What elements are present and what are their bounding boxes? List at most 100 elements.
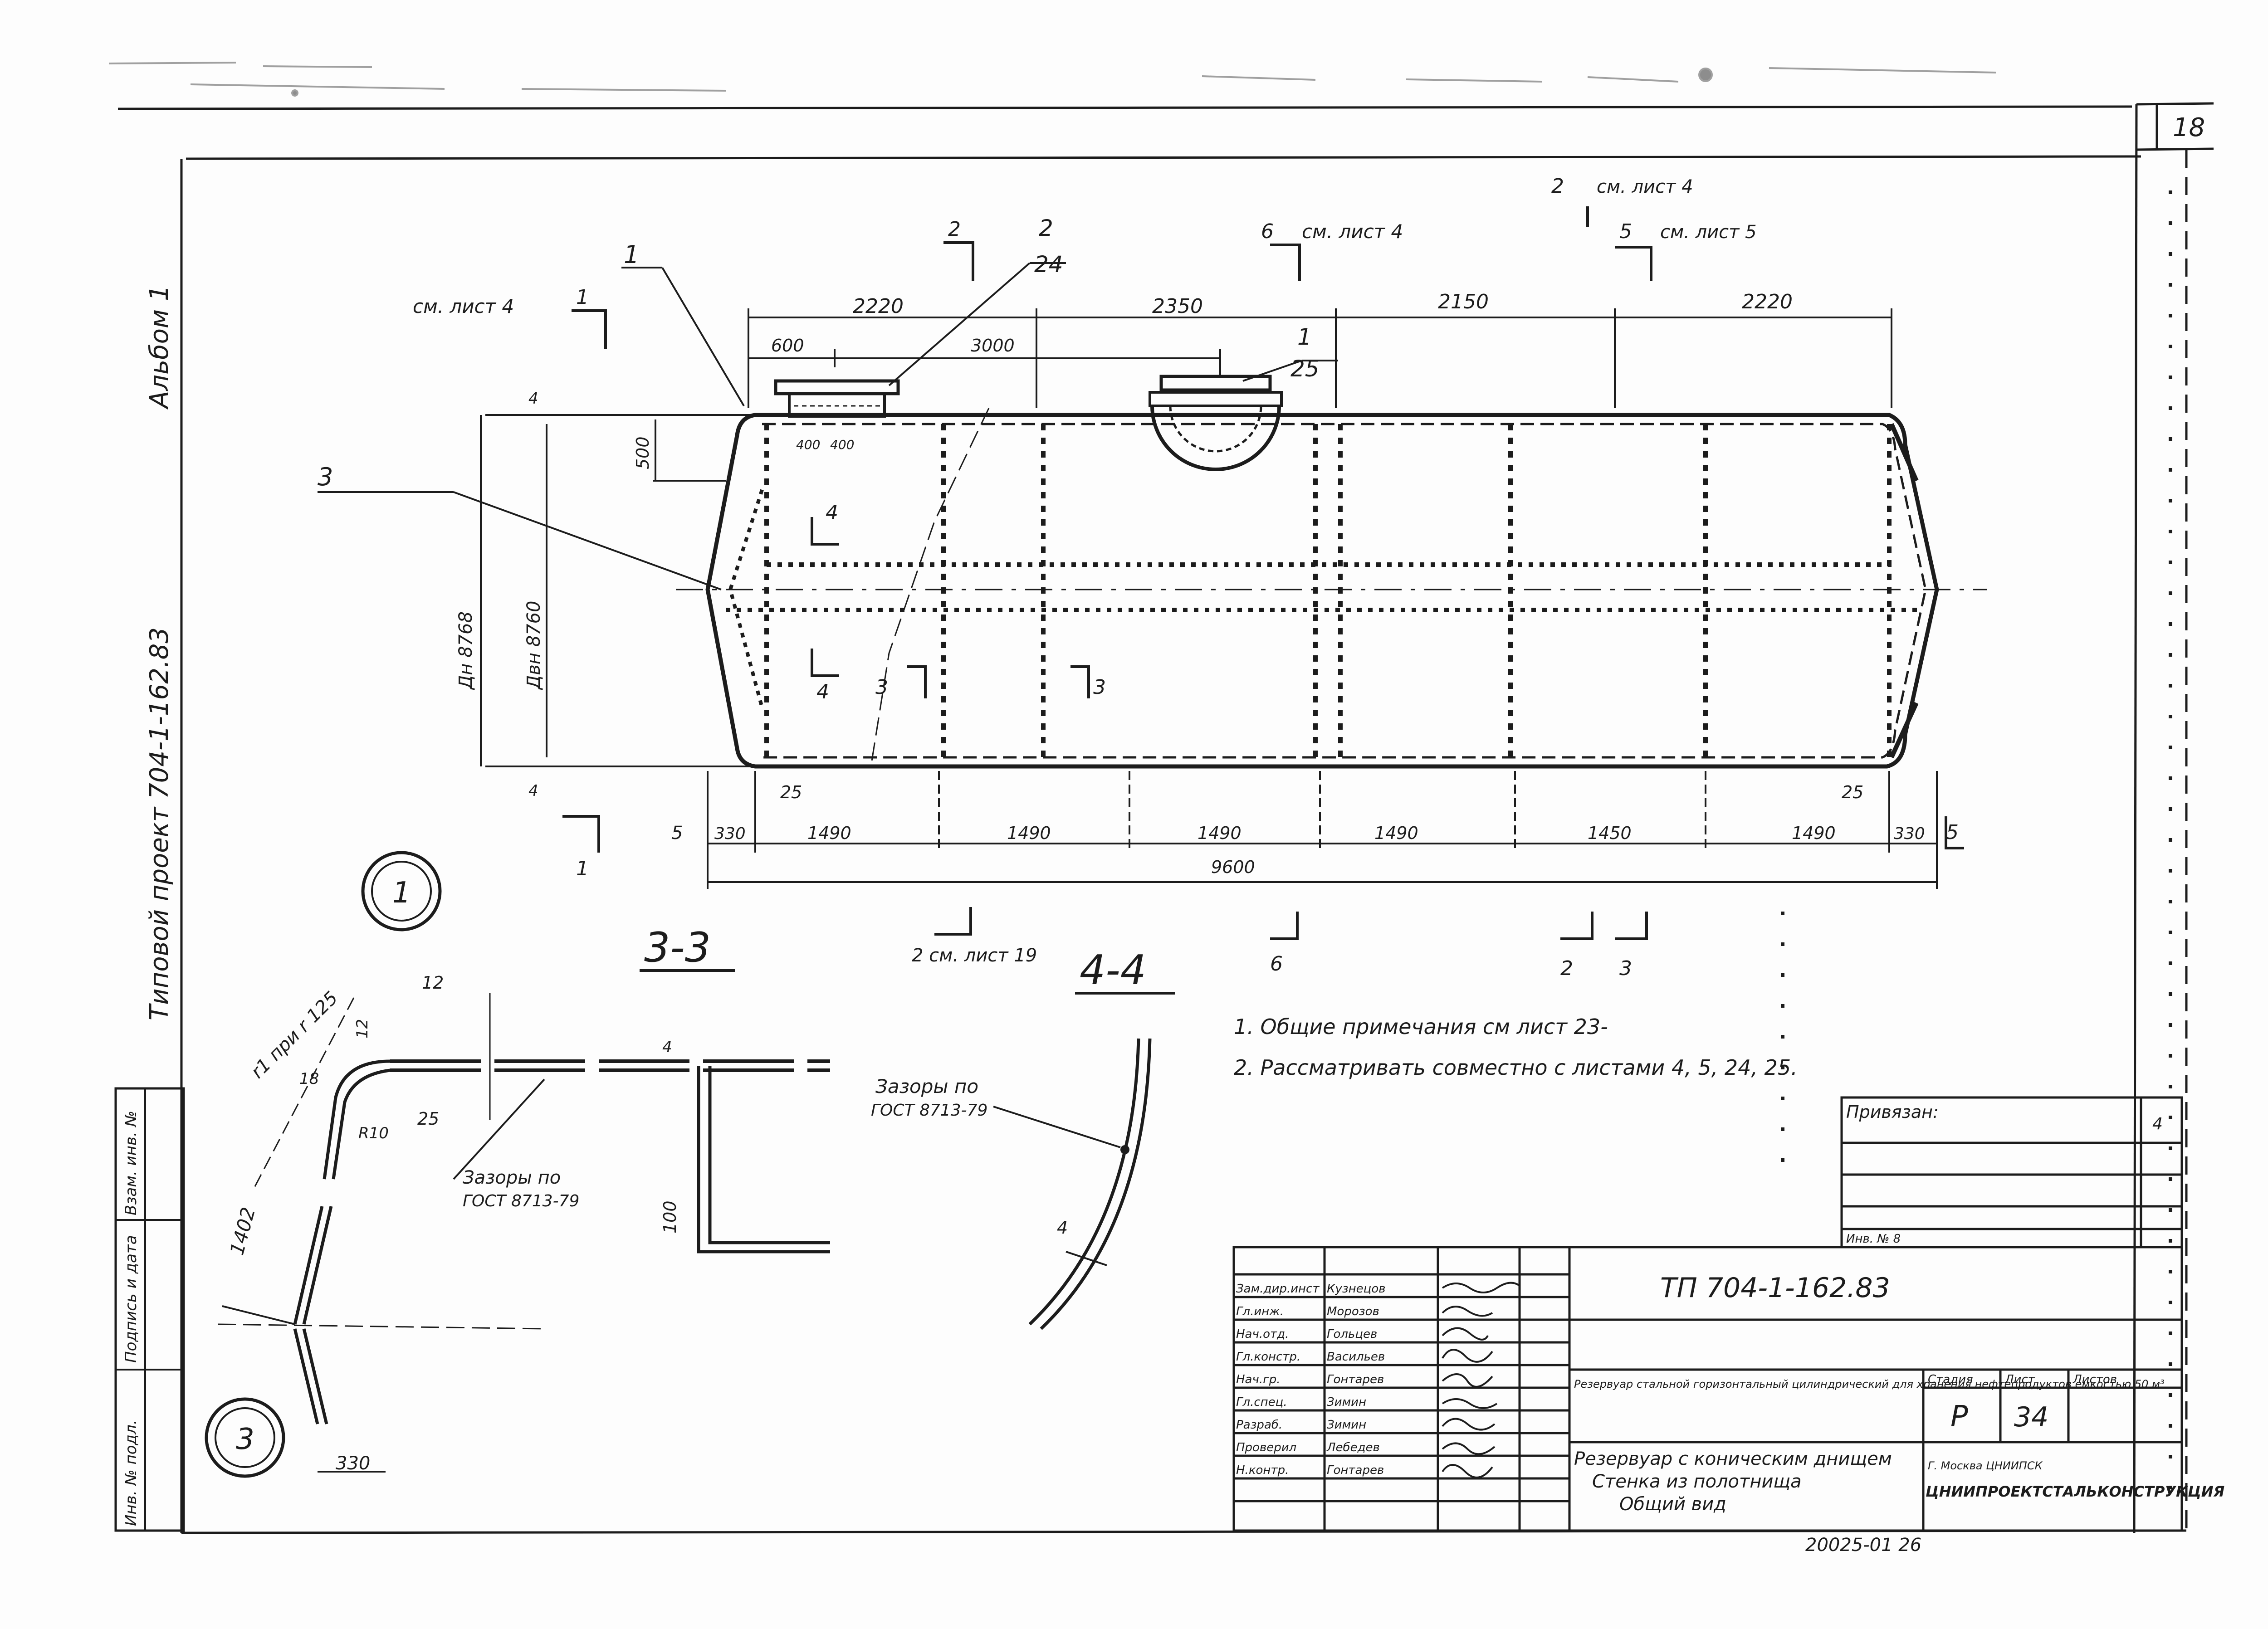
dim-top-3: 2150 xyxy=(1438,290,1489,313)
section-mark-3-left: 3 xyxy=(875,676,888,699)
section-3-3-thickness: 4 xyxy=(662,1038,672,1056)
ref-see-sheet4-left: см. лист 4 xyxy=(413,295,514,317)
dim-thickness-top: 4 xyxy=(528,390,538,408)
svg-text:Лебедев: Лебедев xyxy=(1326,1441,1380,1454)
svg-text:Гл.спец.: Гл.спец. xyxy=(1236,1395,1287,1409)
note-2: 2. Рассматривать совместно с листами 4, … xyxy=(1234,1055,1798,1080)
svg-text:3: 3 xyxy=(236,1423,254,1456)
side-album-label: Альбом 1 xyxy=(145,285,174,410)
svg-text:Разраб.: Разраб. xyxy=(1236,1418,1282,1432)
section-mark-3-bottom: 3 xyxy=(1619,957,1632,980)
section-3-3-dim-18: 18 xyxy=(299,1070,319,1088)
dim-inner-diameter: Двн 8760 xyxy=(523,601,544,691)
svg-text:Зимин: Зимин xyxy=(1327,1418,1366,1432)
title-block-stage-label: Стадия xyxy=(1928,1373,1973,1386)
dim-600: 600 xyxy=(771,336,804,356)
svg-text:Гонтарев: Гонтарев xyxy=(1327,1373,1384,1386)
dim-25-left: 25 xyxy=(780,782,802,802)
section-3-3-dim-12b: 12 xyxy=(353,1019,371,1039)
dim-bottom-1: 330 xyxy=(714,824,746,843)
callout-manhole-top: 1 xyxy=(1297,324,1312,350)
title-block-code: ТП 704-1-162.83 xyxy=(1660,1272,1890,1304)
section-mark-1-bottom: 1 xyxy=(576,857,589,880)
dim-bottom-8: 330 xyxy=(1894,824,1925,843)
scan-noise xyxy=(108,62,1996,97)
ref-see-sheet19: 2 см. лист 19 xyxy=(912,945,1037,966)
svg-text:Зам.дир.инст: Зам.дир.инст xyxy=(1236,1282,1320,1296)
dim-outer-diameter: Дн 8768 xyxy=(455,611,476,690)
dim-bottom-6: 1450 xyxy=(1588,823,1632,843)
top-dimension-lines xyxy=(480,308,1892,767)
title-block-project-desc: Резервуар стальной горизонтальный цилинд… xyxy=(1574,1378,2165,1390)
note-1: 1. Общие примечания см лист 23- xyxy=(1234,1014,1608,1039)
stamp-signature-date: Подпись и дата xyxy=(122,1235,140,1363)
title-block-signature-rows: Зам.дир.инст Кузнецов Гл.инж. Морозов Нач.… xyxy=(1236,1282,1386,1477)
manhole-center xyxy=(1149,375,1283,471)
order-table-title: Привязан: xyxy=(1846,1102,1939,1122)
dim-bottom-5: 1490 xyxy=(1374,823,1418,843)
dim-thickness-bottom: 4 xyxy=(528,782,538,800)
section-3-3-gost: ГОСТ 8713-79 xyxy=(463,1192,579,1210)
section-mark-4-bottom: 4 xyxy=(816,680,829,703)
side-project-label: Типовой проект 704-1-162.83 xyxy=(145,627,174,1020)
callout-1: 1 xyxy=(624,240,639,269)
callout-2-top: 2 xyxy=(1039,215,1053,241)
svg-text:Васильев: Васильев xyxy=(1327,1350,1385,1364)
section-3-3-dim-1402: 1402 xyxy=(225,1205,259,1258)
dim-25-right: 25 xyxy=(1842,782,1863,802)
callout-manhole-bottom: 25 xyxy=(1290,356,1320,382)
svg-text:Кузнецов: Кузнецов xyxy=(1327,1282,1386,1296)
dim-3000: 3000 xyxy=(971,336,1015,356)
signature-scribbles xyxy=(1442,1282,1520,1478)
svg-text:Гл.констр.: Гл.констр. xyxy=(1236,1350,1300,1364)
section-4-4-gaps-label: Зазоры по xyxy=(875,1075,978,1097)
svg-text:Н.контр.: Н.контр. xyxy=(1236,1463,1289,1477)
svg-text:Нач.отд.: Нач.отд. xyxy=(1236,1327,1289,1341)
order-table xyxy=(1840,1096,2183,1249)
svg-text:Проверил: Проверил xyxy=(1236,1441,1296,1454)
section-mark-6-top: 6 xyxy=(1261,220,1274,243)
tank-body xyxy=(676,408,1987,769)
svg-text:Гл.инж.: Гл.инж. xyxy=(1236,1305,1284,1318)
dim-bottom-2: 1490 xyxy=(807,823,851,843)
bottom-dimension-lines xyxy=(707,771,1938,889)
section-mark-2-top: 2 xyxy=(948,218,961,241)
svg-text:Гольцев: Гольцев xyxy=(1327,1327,1377,1341)
section-3-3-r10: R10 xyxy=(358,1124,389,1142)
title-block-sheet-title-2: Стенка из полотнища xyxy=(1592,1471,1802,1492)
section-3-3-radius: r1 при r 125 xyxy=(247,988,342,1083)
title-block-sheets-label: Листов xyxy=(2072,1373,2117,1386)
stamp-replaces-inv: Взам. инв. № xyxy=(122,1111,140,1215)
dim-total: 9600 xyxy=(1211,857,1255,877)
svg-text:Морозов: Морозов xyxy=(1327,1305,1379,1318)
title-block-sheet-title-3: Общий вид xyxy=(1619,1494,1726,1515)
section-cut-marks xyxy=(562,206,1964,940)
dim-top-4: 2220 xyxy=(1742,290,1793,313)
section-mark-5-right: 5 xyxy=(1946,821,1959,844)
section-mark-2-right: 2 xyxy=(1551,175,1564,198)
section-3-3-title: 3-3 xyxy=(644,924,711,971)
dim-bottom-7: 1490 xyxy=(1792,823,1836,843)
section-3-3-dim-12a: 12 xyxy=(422,973,444,993)
stamp-inv-original: Инв. № подл. xyxy=(122,1419,140,1526)
section-mark-5-left: 5 xyxy=(671,823,683,844)
title-block xyxy=(1232,1246,2183,1532)
svg-text:Гонтарев: Гонтарев xyxy=(1327,1463,1384,1477)
order-table-mark: 4 xyxy=(2152,1115,2163,1133)
section-4-4-thickness: 4 xyxy=(1057,1218,1068,1238)
title-block-sheet-label: Лист xyxy=(2004,1373,2035,1386)
svg-text:1: 1 xyxy=(392,876,411,910)
sheet-frame xyxy=(117,102,2214,1534)
hatch-left xyxy=(774,379,900,418)
dim-500: 500 xyxy=(633,436,653,469)
section-4-4-drawing xyxy=(993,1038,1152,1330)
order-table-inv: Инв. № 8 xyxy=(1846,1232,1901,1246)
section-mark-1-top: 1 xyxy=(576,286,589,309)
detail-circle-3: 3 xyxy=(205,1397,285,1478)
section-3-3-dim-330: 330 xyxy=(336,1453,370,1474)
side-stamp: Взам. инв. № Подпись и дата Инв. № подл. xyxy=(114,1087,185,1532)
section-3-3-gaps-label: Зазоры по xyxy=(463,1167,561,1188)
dim-400b: 400 xyxy=(830,437,854,452)
